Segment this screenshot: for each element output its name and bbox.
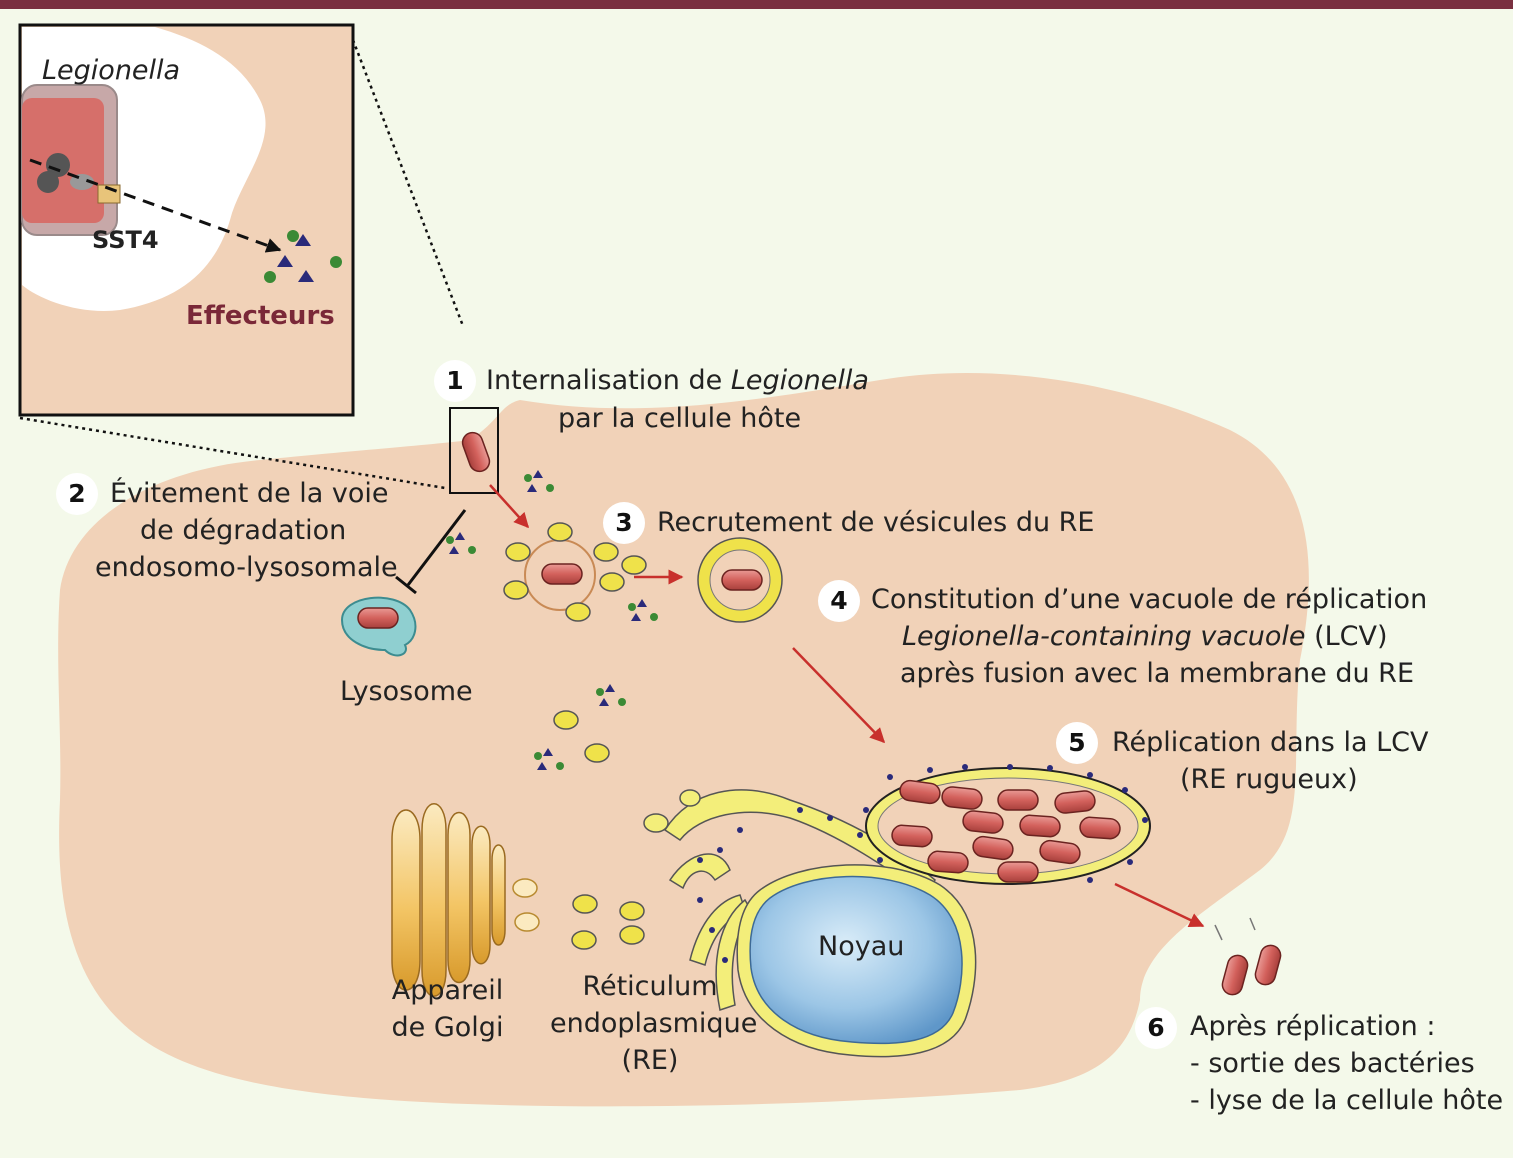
step-4-line2: Legionella-containing vacuole (LCV) <box>902 618 1388 655</box>
nucleus-label: Noyau <box>818 931 905 962</box>
step-2-line3: endosomo-lysosomale <box>95 552 398 583</box>
golgi-shape <box>391 803 506 997</box>
inset-legionella-label: Legionella <box>42 55 181 86</box>
step-6-line1: Après réplication : <box>1190 1011 1436 1042</box>
step-5-line1: Réplication dans la LCV <box>1112 727 1429 758</box>
step-6-badge: 6 <box>1135 1007 1177 1049</box>
nucleus-shape <box>736 864 977 1058</box>
er-label-1: Réticulum <box>582 971 718 1002</box>
step-3-badge: 3 <box>603 502 645 544</box>
step-6-line3: - lyse de la cellule hôte <box>1190 1085 1504 1116</box>
inset-zoom <box>18 23 355 417</box>
er-vesicle-recruitment <box>503 522 647 622</box>
step-5-badge: 5 <box>1056 722 1098 764</box>
er-label-2: endoplasmique <box>550 1008 758 1039</box>
step-4-badge: 4 <box>818 580 860 622</box>
lcv-replication <box>863 764 1151 885</box>
lcv-forming <box>697 537 783 623</box>
golgi-label-2: de Golgi <box>391 1012 504 1043</box>
lysosome-shape <box>340 596 417 657</box>
step-4-italic: Legionella-containing vacuole <box>902 621 1306 652</box>
step-1-line2: par la cellule hôte <box>558 403 802 434</box>
inset-effectors-label: Effecteurs <box>186 301 335 331</box>
step-6-line2: - sortie des bactéries <box>1190 1048 1475 1079</box>
step-2-badge: 2 <box>56 473 98 515</box>
step-1-italic: Legionella <box>730 365 869 396</box>
top-bar <box>0 0 1513 9</box>
inset-sst4-label: SST4 <box>92 226 159 254</box>
step-4-line1: Constitution d’une vacuole de réplicatio… <box>871 584 1428 615</box>
step-1-prefix: Internalisation de <box>486 365 731 396</box>
golgi-label-1: Appareil <box>391 975 504 1006</box>
step-3-line1: Recrutement de vésicules du RE <box>657 507 1095 538</box>
step-2-line2: de dégradation <box>140 515 347 546</box>
lysosome-label: Lysosome <box>340 676 473 707</box>
step-4-line3: après fusion avec la membrane du RE <box>900 658 1415 689</box>
step-2-line1: Évitement de la voie <box>110 478 389 509</box>
step-1-line1: Internalisation de Legionella <box>486 362 869 399</box>
step-5-line2: (RE rugueux) <box>1180 764 1358 795</box>
er-label-3: (RE) <box>621 1045 679 1076</box>
step-1-badge: 1 <box>434 360 476 402</box>
host-cell <box>58 373 1309 1107</box>
step-4-suffix: (LCV) <box>1305 621 1388 652</box>
